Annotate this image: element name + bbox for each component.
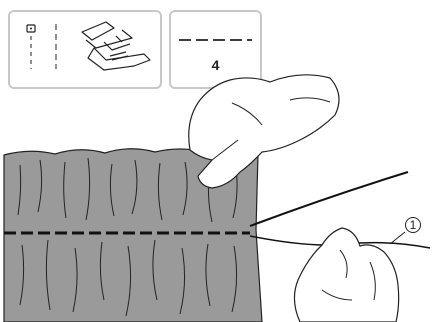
upper-hand xyxy=(189,75,339,188)
upper-thread xyxy=(250,172,408,226)
callout-1: 1 xyxy=(405,217,421,233)
callout-leader xyxy=(390,232,405,244)
